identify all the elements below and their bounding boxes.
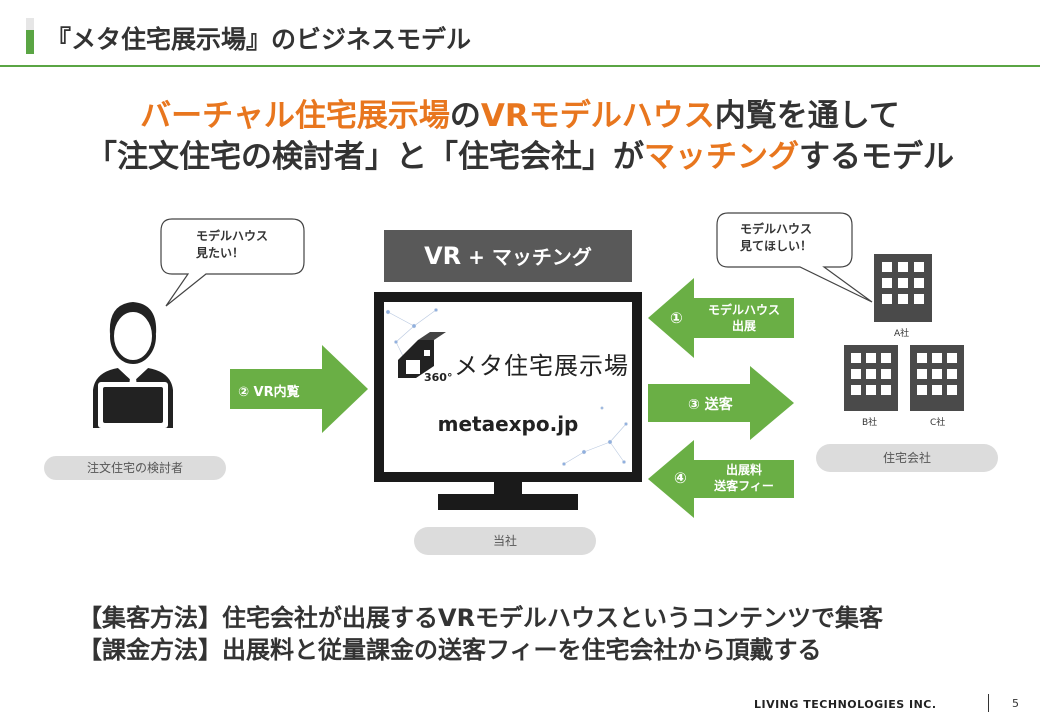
meta-expo-logo-icon — [398, 332, 446, 378]
fees-arrow-label: 出展料 送客フィー — [714, 463, 774, 493]
headline-highlight-virtual-expo: バーチャル住宅展示場 — [140, 98, 450, 134]
headline-line-2: 「注文住宅の検討者」と「住宅会社」がマッチングするモデル — [0, 131, 1040, 176]
building-a-label: A社 — [894, 329, 910, 339]
housing-companies-label: 住宅会社 — [816, 444, 998, 472]
building-b-icon — [844, 345, 898, 411]
exhibit-arrow — [648, 278, 794, 358]
headline-text: するモデル — [799, 139, 954, 175]
exhibit-arrow-label: モデルハウス 出展 — [707, 303, 780, 333]
user-bubble-text: モデルハウス 見たい！ — [196, 229, 269, 260]
footer-separator — [988, 694, 989, 712]
headline-highlight-vr-model: VRモデルハウス — [480, 98, 715, 134]
our-company-label: 当社 — [414, 527, 596, 555]
site-name: メタ住宅展示場 — [454, 352, 629, 380]
fees-arrow — [648, 440, 794, 518]
headline-text: 「注文住宅の検討者」と「住宅会社」が — [86, 139, 644, 175]
person-at-computer-icon — [93, 302, 173, 428]
fees-arrow-number: ④ — [674, 469, 687, 487]
building-c-icon — [910, 345, 964, 411]
title-divider — [0, 65, 1040, 67]
vr-view-arrow-label: ② VR内覧 — [238, 385, 300, 400]
company-speech-bubble — [716, 212, 873, 303]
site-url: metaexpo.jp — [437, 412, 579, 436]
headline-text: 内覧を通して — [714, 98, 900, 134]
exhibit-arrow-number: ① — [670, 309, 683, 327]
service-type-box: VR + マッチング — [384, 230, 632, 282]
headline-text: の — [449, 98, 481, 134]
referral-arrow-label: ③ 送客 — [688, 397, 733, 413]
user-label: 注文住宅の検討者 — [44, 456, 226, 480]
page-number: 5 — [1012, 697, 1019, 710]
headline-highlight-matching: マッチング — [644, 139, 799, 175]
building-b-label: B社 — [862, 418, 878, 428]
billing-method: 【課金方法】出展料と従量課金の送客フィーを住宅会社から頂戴する — [78, 636, 822, 664]
user-speech-bubble — [160, 218, 305, 307]
company-logo-text: LIVING TECHNOLOGIES INC. — [754, 698, 937, 711]
building-c-label: C社 — [930, 418, 946, 428]
logo-360-badge: 360° — [424, 371, 453, 384]
acquisition-method: 【集客方法】住宅会社が出展するVRモデルハウスというコンテンツで集客 — [78, 604, 884, 632]
vr-view-arrow — [230, 345, 368, 433]
referral-arrow — [648, 366, 794, 440]
company-bubble-text: モデルハウス 見てほしい！ — [740, 222, 813, 253]
headline-line-1: バーチャル住宅展示場のVRモデルハウス内覧を通して — [0, 90, 1040, 135]
building-a-icon — [874, 254, 932, 322]
title-accent-bar — [26, 18, 34, 54]
page-title: 『メタ住宅展示場』のビジネスモデル — [46, 25, 472, 54]
monitor-display — [374, 292, 642, 510]
